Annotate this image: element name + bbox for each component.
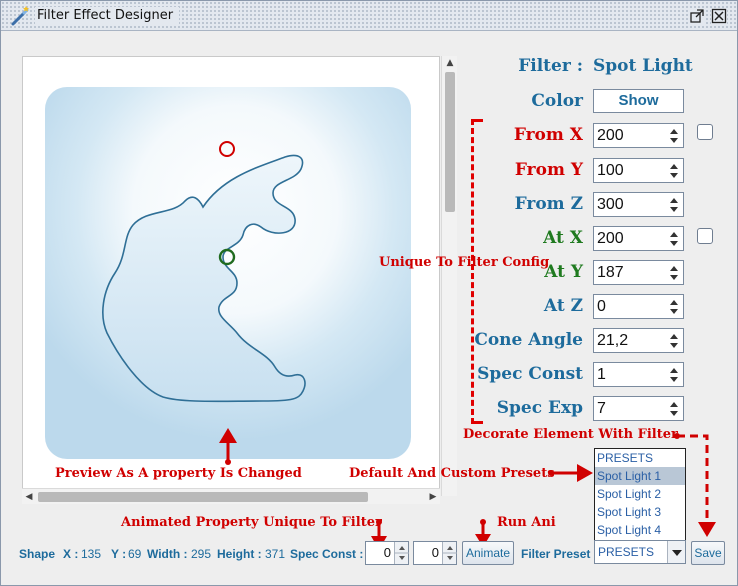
save-button[interactable]: Save xyxy=(691,541,725,565)
preview-panel xyxy=(22,56,440,496)
spec-const-label: Spec Const xyxy=(477,364,583,384)
filter-label: Filter : xyxy=(518,56,583,76)
chevron-down-icon[interactable] xyxy=(667,541,685,563)
from-x-value[interactable]: 200 xyxy=(597,127,624,144)
anim-start-spinner[interactable]: 0 xyxy=(365,541,409,565)
show-color-button[interactable]: Show xyxy=(593,89,684,113)
preview-canvas xyxy=(45,87,411,459)
preset-list-item-selected[interactable]: Spot Light 1 xyxy=(595,467,685,485)
spec-const-value[interactable]: 1 xyxy=(597,366,606,383)
spec-const-anim-label: Spec Const : xyxy=(290,547,364,561)
preset-list-item[interactable]: Spot Light 4 xyxy=(597,523,662,537)
annotation-presets: Default And Custom Presets xyxy=(349,466,555,481)
at-z-label: At Z xyxy=(543,296,583,316)
from-x-label: From X xyxy=(513,125,583,145)
at-y-label: At Y xyxy=(544,262,583,282)
shape-width-label: Width : xyxy=(147,547,188,561)
spinner-arrows-icon[interactable] xyxy=(669,264,679,282)
filter-preset-combo[interactable]: PRESETS xyxy=(594,540,686,564)
at-x-animate-checkbox[interactable] xyxy=(697,228,713,244)
filter-preset-value[interactable]: PRESETS xyxy=(598,545,655,559)
spinner-arrows-icon[interactable] xyxy=(669,366,679,384)
cone-angle-spinner[interactable]: 21,2 xyxy=(593,328,684,353)
spec-exp-label: Spec Exp xyxy=(496,398,583,418)
puzzle-shape[interactable] xyxy=(102,154,306,403)
annotation-preview: Preview As A property Is Changed xyxy=(55,466,302,481)
horizontal-scroll-thumb[interactable] xyxy=(38,492,368,502)
title-bar[interactable]: Filter Effect Designer xyxy=(1,1,737,31)
at-x-value[interactable]: 200 xyxy=(597,230,624,247)
anim-end-spinner[interactable]: 0 xyxy=(413,541,457,565)
shape-height-label: Height : xyxy=(217,547,262,561)
at-y-spinner[interactable]: 187 xyxy=(593,260,684,285)
spinner-arrows-icon[interactable] xyxy=(669,196,679,214)
at-z-value[interactable]: 0 xyxy=(597,298,606,315)
at-x-spinner[interactable]: 200 xyxy=(593,226,684,251)
magic-wand-icon xyxy=(11,6,29,26)
from-y-label: From Y xyxy=(514,160,583,180)
spinner-arrows-icon[interactable] xyxy=(669,298,679,316)
spec-exp-spinner[interactable]: 7 xyxy=(593,396,684,421)
designer-content: ▲ ◀ ▶ Filter : Spot Light Color Show Fro… xyxy=(9,32,729,579)
filter-name: Spot Light xyxy=(593,56,693,76)
spinner-arrows-icon[interactable] xyxy=(669,400,679,418)
from-z-label: From Z xyxy=(514,194,583,214)
unique-config-bracket xyxy=(471,119,483,424)
shape-label: Shape xyxy=(19,547,56,561)
at-y-value[interactable]: 187 xyxy=(597,264,624,281)
scroll-up-icon[interactable]: ▲ xyxy=(446,58,454,68)
anim-start-value[interactable]: 0 xyxy=(383,545,391,560)
from-y-value[interactable]: 100 xyxy=(597,162,624,179)
preview-horizontal-scrollbar[interactable]: ◀ ▶ xyxy=(22,488,440,504)
annotation-decorate: Decorate Element With Filter xyxy=(463,427,678,442)
from-y-spinner[interactable]: 100 xyxy=(593,158,684,183)
cone-angle-value[interactable]: 21,2 xyxy=(597,332,629,349)
spinner-arrows-icon[interactable] xyxy=(669,127,679,145)
from-z-value[interactable]: 300 xyxy=(597,196,624,213)
anim-end-value[interactable]: 0 xyxy=(431,545,439,560)
shape-width-value: 295 xyxy=(191,547,212,561)
preset-list-item[interactable]: Spot Light 3 xyxy=(597,505,662,519)
annotation-unique-config: Unique To Filter Config xyxy=(379,255,550,270)
preset-list[interactable]: PRESETS Spot Light 1 Spot Light 2 Spot L… xyxy=(594,448,686,542)
preset-list-item[interactable]: PRESETS xyxy=(597,451,654,465)
spec-const-spinner[interactable]: 1 xyxy=(593,362,684,387)
shape-y-value: 69 xyxy=(128,547,142,561)
filter-preset-label: Filter Preset xyxy=(521,547,591,561)
from-point-marker[interactable] xyxy=(219,141,235,157)
animate-button[interactable]: Animate xyxy=(462,541,514,565)
from-z-spinner[interactable]: 300 xyxy=(593,192,684,217)
spinner-arrows-icon[interactable] xyxy=(394,542,409,564)
shape-x-label: X : xyxy=(63,547,79,561)
spinner-arrows-icon[interactable] xyxy=(669,332,679,350)
spinner-arrows-icon[interactable] xyxy=(442,542,457,564)
preset-list-item[interactable]: Spot Light 2 xyxy=(597,487,662,501)
scroll-right-icon[interactable]: ▶ xyxy=(429,492,437,502)
annotation-animated: Animated Property Unique To Filter xyxy=(121,515,382,530)
window-title: Filter Effect Designer xyxy=(35,7,180,25)
cone-angle-label: Cone Angle xyxy=(474,330,583,350)
from-x-animate-checkbox[interactable] xyxy=(697,124,713,140)
shape-height-value: 371 xyxy=(265,547,286,561)
color-label: Color xyxy=(531,91,583,111)
close-icon[interactable] xyxy=(711,8,727,24)
annotation-run-ani: Run Ani xyxy=(497,515,556,530)
shape-x-value: 135 xyxy=(81,547,102,561)
at-z-spinner[interactable]: 0 xyxy=(593,294,684,319)
from-x-spinner[interactable]: 200 xyxy=(593,123,684,148)
scroll-left-icon[interactable]: ◀ xyxy=(25,492,33,502)
spinner-arrows-icon[interactable] xyxy=(669,162,679,180)
vertical-scroll-thumb[interactable] xyxy=(445,72,455,212)
at-point-marker[interactable] xyxy=(218,248,236,266)
maximize-icon[interactable] xyxy=(689,8,705,24)
spec-exp-value[interactable]: 7 xyxy=(597,400,606,417)
preview-vertical-scrollbar[interactable]: ▲ xyxy=(441,56,457,496)
shape-y-label: Y : xyxy=(111,547,127,561)
spinner-arrows-icon[interactable] xyxy=(669,230,679,248)
at-x-label: At X xyxy=(543,228,583,248)
